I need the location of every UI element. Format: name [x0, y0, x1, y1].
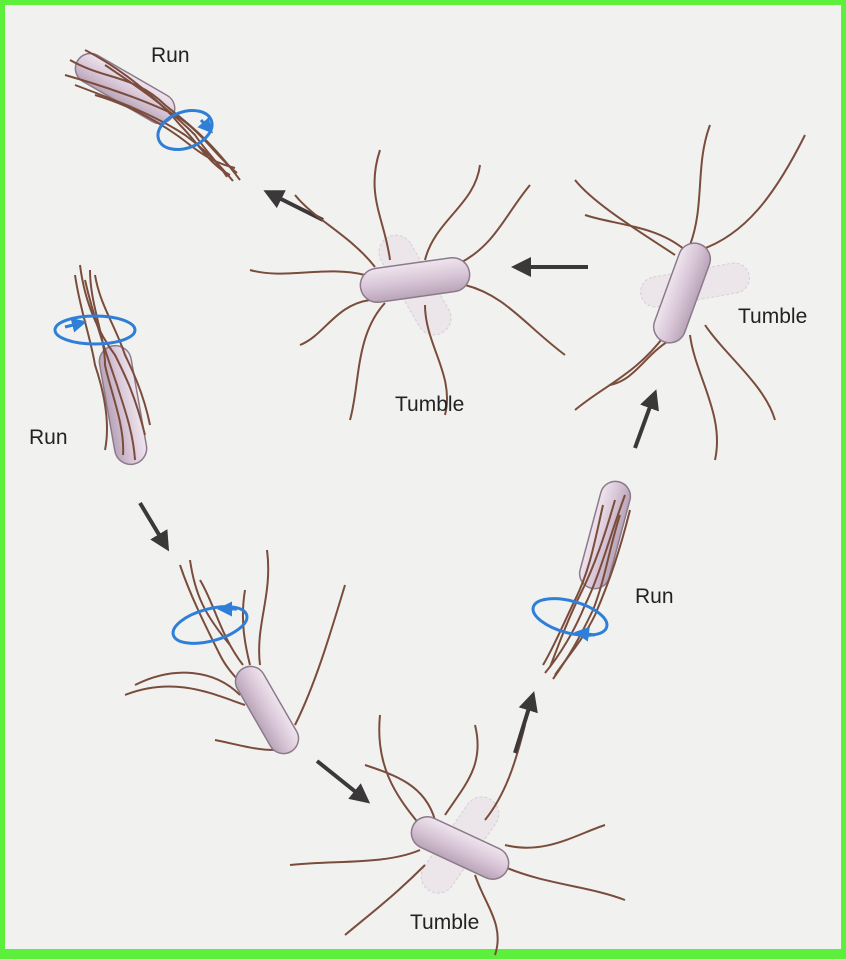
label-tumble-bottom: Tumble	[410, 912, 479, 933]
tumble-cell-top-middle	[250, 150, 565, 420]
label-run-top: Run	[151, 45, 190, 66]
label-run-right: Run	[635, 586, 674, 607]
tumble-cell-top-right	[575, 125, 805, 460]
direction-arrow-4	[140, 503, 167, 548]
direction-arrow-5	[317, 761, 367, 801]
rotation-arrow-icon	[169, 600, 251, 651]
label-tumble-top-middle: Tumble	[395, 394, 464, 415]
run-cell-right	[529, 478, 634, 679]
direction-arrow-3	[635, 393, 655, 448]
cell-bottom-left	[125, 550, 345, 759]
bacterial-run-tumble-diagram	[5, 5, 846, 959]
run-cell-left	[55, 265, 150, 467]
direction-arrow-6	[515, 695, 533, 753]
label-run-left: Run	[29, 427, 68, 448]
label-tumble-top-right: Tumble	[738, 306, 807, 327]
run-cell-top-left	[65, 48, 240, 181]
